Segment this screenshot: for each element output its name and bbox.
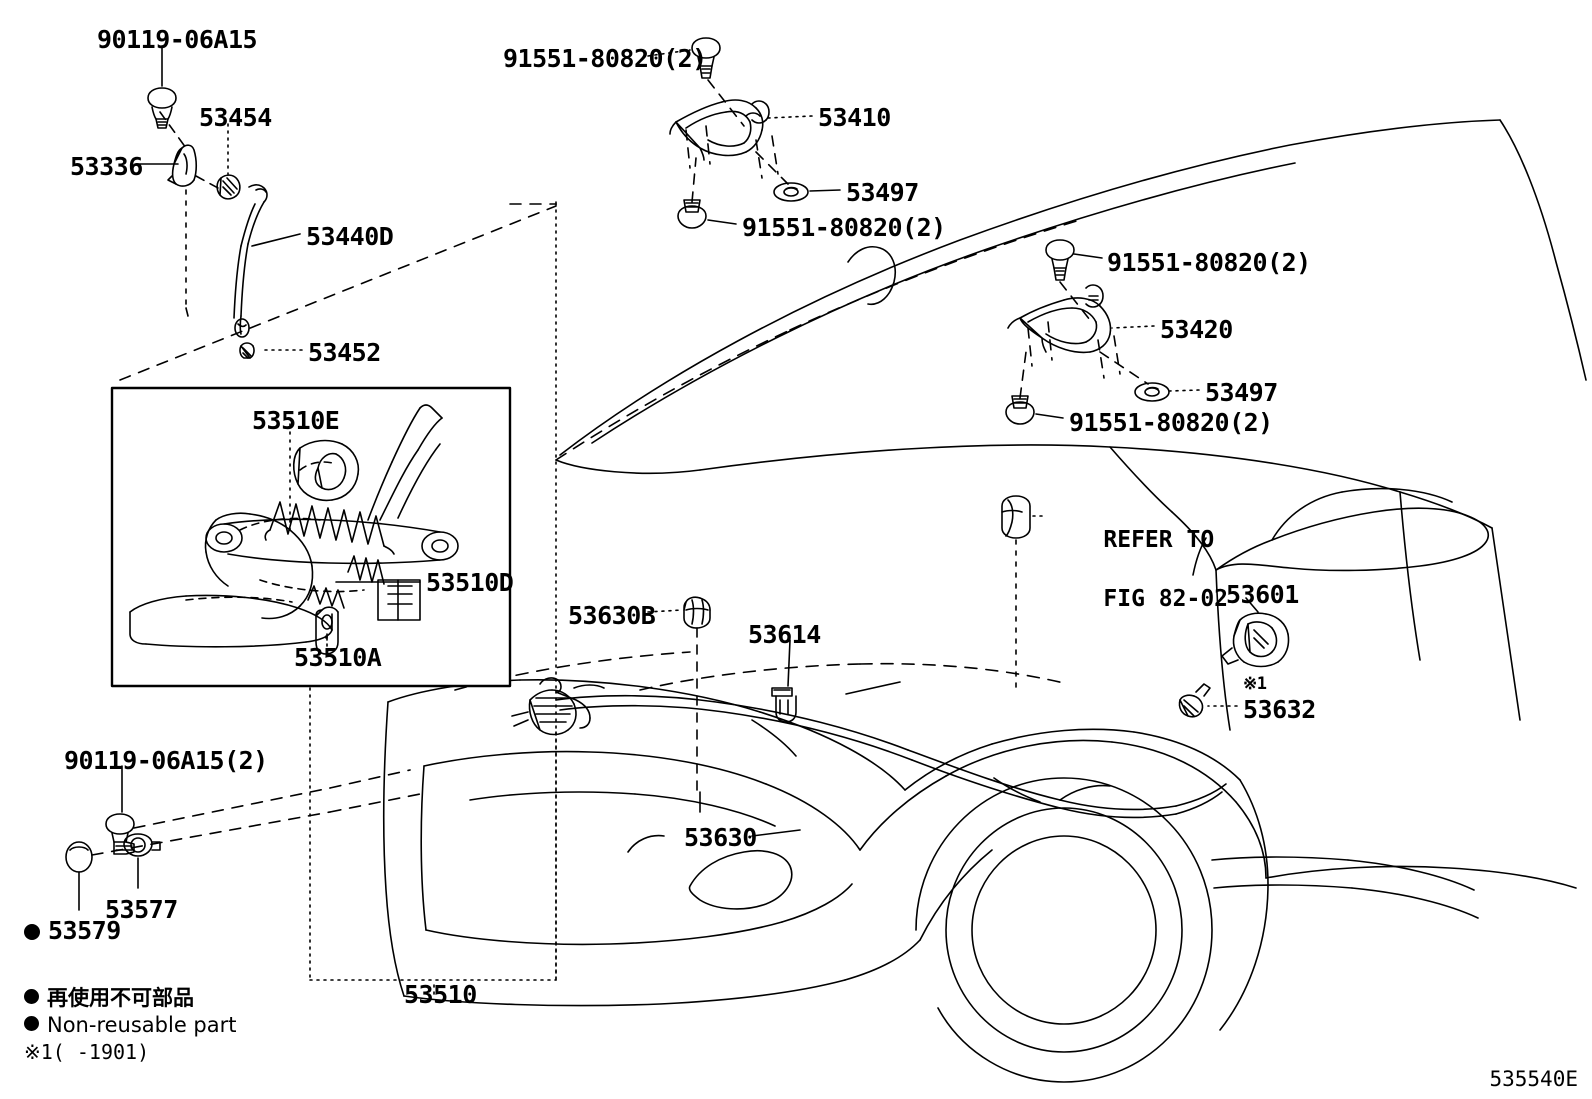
callout-53454: 53454 xyxy=(199,103,272,132)
car-body-outline xyxy=(555,119,1587,576)
callout-53614: 53614 xyxy=(748,620,821,649)
callout-53632: 53632 xyxy=(1243,695,1316,724)
part-53601-release-handle xyxy=(1221,612,1290,668)
callout-91551-80820-upper-b: 91551-80820(2) xyxy=(742,213,946,242)
part-91551-80820-bolt-lower-a xyxy=(1045,239,1075,281)
part-53579-plug xyxy=(65,841,93,873)
non-reusable-bullet-53579 xyxy=(24,924,40,940)
callout-53510: 53510 xyxy=(404,980,477,1009)
hood-outline-dashed xyxy=(454,219,1081,691)
part-grommet-refer-82-02 xyxy=(1001,495,1031,539)
part-53454-clip xyxy=(216,174,241,200)
legend-text-japanese: 再使用不可部品 xyxy=(47,986,194,1010)
callout-90119-06a15-2: 90119-06A15(2) xyxy=(64,746,268,775)
marker-note-1: ※1 xyxy=(1243,674,1267,694)
callout-53577: 53577 xyxy=(105,895,178,924)
callout-53579: 53579 xyxy=(48,916,121,945)
refer-line-1: REFER TO xyxy=(1103,527,1215,554)
callout-53336: 53336 xyxy=(70,152,143,181)
legend-row-english: Non-reusable part xyxy=(24,1013,236,1040)
refer-to-figure-note: REFER TO FIG 82-02 xyxy=(1048,497,1228,644)
legend-bullet-icon-en xyxy=(24,1015,39,1031)
callout-53440d: 53440D xyxy=(306,222,394,251)
callout-53497-lower: 53497 xyxy=(1205,378,1278,407)
part-90119-06a15-bolt xyxy=(147,87,177,129)
callout-90119-06a15: 90119-06A15 xyxy=(97,25,258,54)
part-91551-80820-bolt-upper-b xyxy=(677,199,707,229)
legend: 再使用不可部品 Non-reusable part ※1( -1901) xyxy=(24,986,236,1064)
legend-row-japanese: 再使用不可部品 xyxy=(24,986,236,1013)
part-53510-latch-installed xyxy=(511,677,605,736)
car-front-body xyxy=(383,678,1267,1007)
callout-53601: 53601 xyxy=(1226,580,1299,609)
hood-release-cable xyxy=(555,694,1227,819)
callout-91551-80820-lower-a: 91551-80820(2) xyxy=(1107,248,1311,277)
callout-53510e: 53510E xyxy=(252,406,340,435)
callout-91551-80820-upper-a: 91551-80820(2) xyxy=(503,44,707,73)
callout-91551-80820-lower-b: 91551-80820(2) xyxy=(1069,408,1273,437)
part-53497-washer-lower xyxy=(1134,382,1170,402)
part-53452-clip xyxy=(239,342,255,359)
legend-footnote: ※1( -1901) xyxy=(24,1039,150,1064)
part-53577-washer xyxy=(123,833,161,857)
part-53630b-clip xyxy=(683,596,711,629)
part-91551-80820-bolt-upper-a xyxy=(691,37,721,79)
callout-53410: 53410 xyxy=(818,103,891,132)
callout-53420: 53420 xyxy=(1160,315,1233,344)
car-side-panels xyxy=(1215,491,1577,889)
part-91551-80820-bolt-lower-b xyxy=(1005,395,1035,425)
latch-detail-drawing xyxy=(129,404,459,655)
callout-53452: 53452 xyxy=(308,338,381,367)
callout-53630b: 53630B xyxy=(568,601,656,630)
callout-53630: 53630 xyxy=(684,823,757,852)
leader-lines xyxy=(78,45,1259,995)
part-53440d-support-rod xyxy=(233,184,268,338)
legend-bullet-icon-jp xyxy=(24,989,39,1004)
part-53420-hinge xyxy=(1007,284,1112,354)
car-wheel xyxy=(915,777,1479,1083)
callout-53510d: 53510D xyxy=(426,568,514,597)
part-53614-clamp xyxy=(771,687,797,723)
figure-code: 535540E xyxy=(1489,1067,1578,1091)
refer-line-2: FIG 82-02 xyxy=(1103,586,1229,613)
part-90119-06a15-2-bolt xyxy=(105,813,135,855)
callout-53510a: 53510A xyxy=(294,643,382,672)
part-53497-washer-upper xyxy=(773,182,809,202)
part-53632-clip xyxy=(1178,683,1211,718)
legend-text-english: Non-reusable part xyxy=(47,1012,237,1037)
callout-53497-upper: 53497 xyxy=(846,178,919,207)
part-53410-hinge xyxy=(669,99,770,161)
part-53336-bracket xyxy=(167,144,198,187)
